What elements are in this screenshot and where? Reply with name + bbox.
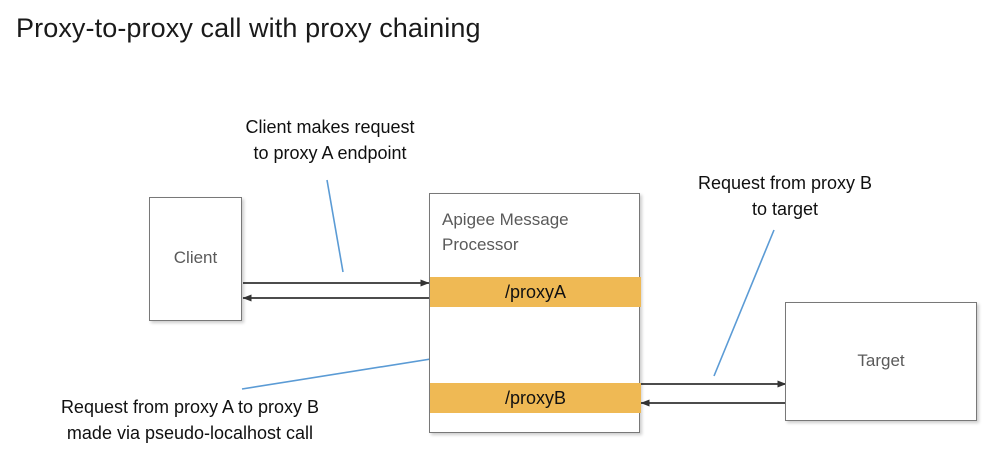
leader-line-target-annotation <box>713 229 775 377</box>
proxy-b-band[interactable]: /proxyB <box>430 383 641 413</box>
node-target[interactable]: Target <box>785 302 977 421</box>
proxy-a-band[interactable]: /proxyA <box>430 277 641 307</box>
node-message-processor[interactable]: Apigee Message Processor /proxyA /proxyB <box>429 193 641 433</box>
node-client[interactable]: Client <box>149 197 242 321</box>
node-client-label: Client <box>173 248 218 267</box>
annotation-target-request: Request from proxy B to target <box>697 173 873 219</box>
page-title: Proxy-to-proxy call with proxy chaining <box>16 13 481 43</box>
leader-line-client-annotation <box>326 179 344 273</box>
annotation-client-request: Client makes request to proxy A endpoint <box>245 117 415 163</box>
node-target-label: Target <box>857 351 905 370</box>
annotation-chained-request: Request from proxy A to proxy B made via… <box>60 397 320 443</box>
node-message-processor-title: Apigee Message Processor <box>442 210 569 254</box>
